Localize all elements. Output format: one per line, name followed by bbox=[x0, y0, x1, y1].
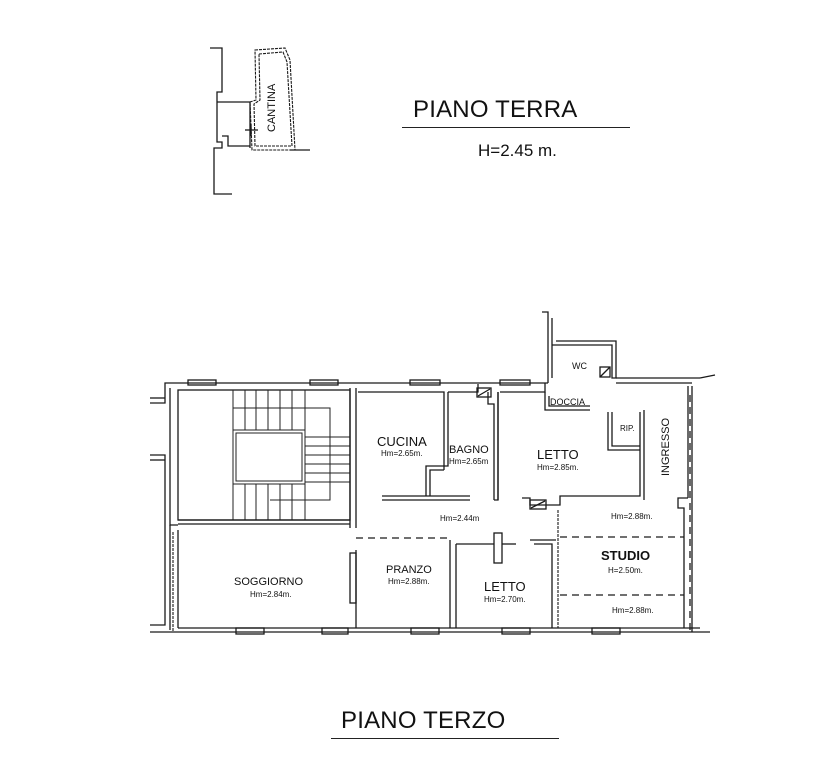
stair-treads bbox=[232, 390, 350, 520]
room-height-soggiorno: Hm=2.84m. bbox=[250, 590, 292, 599]
room-label-rip: RIP. bbox=[620, 424, 635, 433]
room-label-studio: STUDIO bbox=[601, 548, 651, 563]
third-floor-title: PIANO TERZO bbox=[341, 707, 506, 734]
room-height-ingresso-area: Hm=2.88m. bbox=[611, 512, 653, 521]
room-height-studio-low: Hm=2.88m. bbox=[612, 606, 654, 615]
room-label-bagno: BAGNO bbox=[449, 444, 489, 456]
room-label-cucina: CUCINA bbox=[377, 434, 427, 449]
room-label-letto-1: LETTO bbox=[537, 447, 579, 462]
room-height-letto-1: Hm=2.85m. bbox=[537, 463, 579, 472]
room-height-cucina: Hm=2.65m. bbox=[381, 449, 423, 458]
room-label-wc: WC bbox=[572, 361, 587, 371]
ground-floor-title: PIANO TERRA bbox=[413, 96, 578, 123]
room-label-cantina: CANTINA bbox=[266, 83, 278, 132]
room-height-pranzo: Hm=2.88m. bbox=[388, 577, 430, 586]
ground-floor-height: H=2.45 m. bbox=[478, 141, 557, 160]
third-floor-title-underline bbox=[331, 738, 559, 739]
room-label-ingresso: INGRESSO bbox=[660, 417, 672, 476]
cantina-plan bbox=[210, 47, 310, 195]
room-height-corridoio: Hm=2.44m bbox=[440, 514, 480, 523]
third-floor-plan bbox=[150, 311, 716, 635]
room-height-bagno: Hm=2.65m bbox=[449, 457, 489, 466]
room-label-soggiorno: SOGGIORNO bbox=[234, 576, 304, 588]
room-label-doccia: DOCCIA bbox=[550, 397, 586, 407]
ground-floor-title-underline bbox=[402, 127, 630, 128]
room-label-letto-2: LETTO bbox=[484, 579, 526, 594]
room-height-letto-2: Hm=2.70m. bbox=[484, 595, 526, 604]
room-height-studio: H=2.50m. bbox=[608, 566, 643, 575]
room-label-pranzo: PRANZO bbox=[386, 564, 432, 576]
